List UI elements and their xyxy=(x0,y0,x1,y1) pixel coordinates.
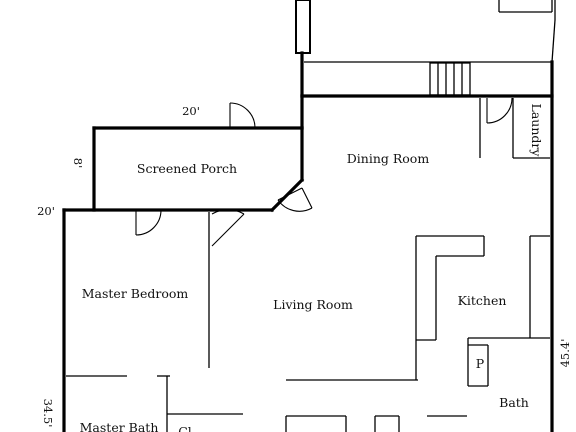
label-dining-room: Dining Room xyxy=(347,151,430,166)
label-kitchen: Kitchen xyxy=(458,293,507,308)
exterior-walls xyxy=(62,0,556,432)
label-master-bath: Master Bath xyxy=(80,420,159,432)
label-bath: Bath xyxy=(499,395,529,410)
label-pantry: P xyxy=(476,356,484,371)
dimension-labels: 20' 8' 20' 34.5' 45.4' xyxy=(37,104,572,427)
label-living-room: Living Room xyxy=(273,297,353,312)
dim-right-length: 45.4' xyxy=(558,339,572,368)
room-labels: Screened Porch Dining Room Laundry Maste… xyxy=(80,104,544,432)
dim-porch-width: 20' xyxy=(182,104,200,118)
label-screened-porch: Screened Porch xyxy=(137,161,237,176)
label-laundry: Laundry xyxy=(529,104,544,158)
label-closet: Cl xyxy=(178,424,192,432)
dim-bedroom-width: 20' xyxy=(37,204,55,218)
dim-left-length: 34.5' xyxy=(41,399,55,428)
staircase xyxy=(429,62,471,96)
label-master-bedroom: Master Bedroom xyxy=(82,286,189,301)
doors xyxy=(135,97,513,247)
dim-porch-depth: 8' xyxy=(71,158,85,168)
interior-walls xyxy=(66,98,550,432)
